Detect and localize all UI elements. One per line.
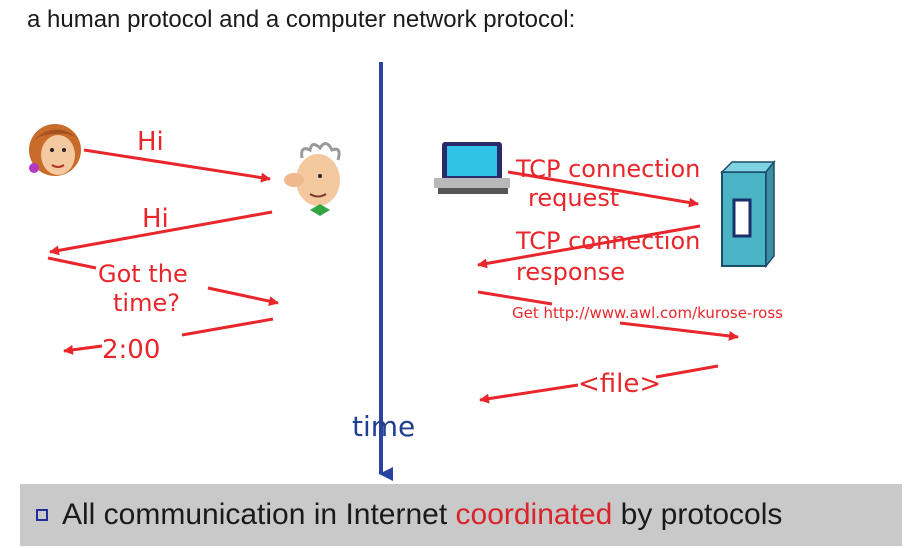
time-reply-arrow [181, 317, 274, 337]
get-request-label: Get http://www.awl.com/kurose-ross [512, 304, 783, 322]
tcp-request-line1: TCP connection [515, 155, 700, 183]
summary-text: All communication in Internet coordinate… [62, 498, 782, 532]
slide-heading: a human protocol and a computer network … [27, 6, 576, 33]
get-request-arrow-tail [619, 321, 739, 341]
time-request-arrow-tail [207, 286, 279, 307]
got-the-label: Got the [98, 260, 188, 288]
time-reply-arrow-tail [63, 344, 103, 355]
reply-label: 2:00 [102, 335, 160, 365]
server-icon [720, 159, 776, 269]
summary-post: by protocols [612, 498, 783, 531]
tcp-request-line2: request [528, 184, 619, 212]
file-response-arrow-tail [479, 383, 579, 404]
hi-arrow-2 [49, 210, 273, 256]
tcp-response-line1: TCP connection [515, 227, 700, 255]
tcp-response-arrow [477, 224, 701, 269]
man-icon [284, 142, 341, 216]
tcp-request-arrow [507, 170, 699, 208]
get-request-arrow [477, 290, 553, 306]
hi-label-2: Hi [142, 204, 169, 234]
timeline-label: time [352, 410, 415, 443]
woman-icon [29, 124, 81, 176]
file-label: <file> [578, 369, 661, 399]
hi-label-1: Hi [137, 127, 164, 157]
time-request-arrow [47, 256, 97, 270]
hi-arrow-1 [83, 148, 271, 183]
bullet-square-icon [36, 509, 48, 521]
time-label: time? [113, 289, 180, 317]
summary-pre: All communication in Internet [62, 498, 456, 531]
computer-icon [434, 142, 510, 194]
summary-banner: All communication in Internet coordinate… [20, 484, 902, 546]
summary-highlight: coordinated [455, 498, 613, 531]
file-response-arrow [655, 364, 719, 379]
tcp-response-line2: response [516, 258, 625, 286]
